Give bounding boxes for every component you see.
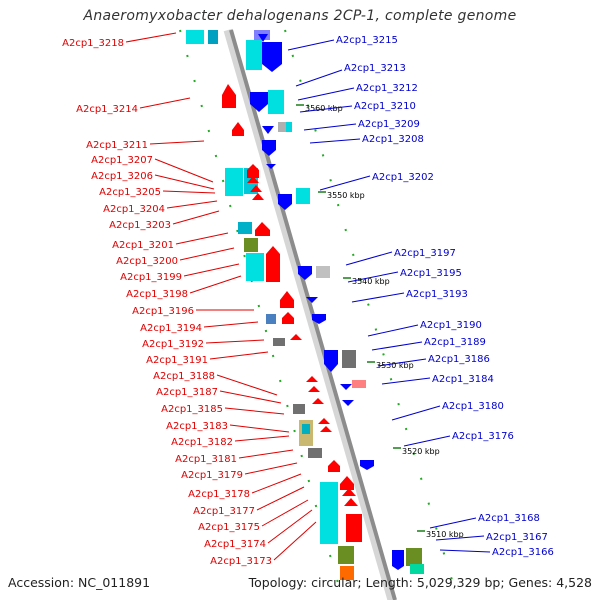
left-strand-genes: [186, 30, 362, 580]
gene-label-a2cp1-3181: A2cp1_3181: [175, 454, 237, 465]
gene-label-a2cp1-3199: A2cp1_3199: [120, 272, 182, 283]
gene-label-a2cp1-3198: A2cp1_3198: [126, 289, 188, 300]
gene-label-a2cp1-3187: A2cp1_3187: [156, 387, 218, 398]
gene-label-a2cp1-3190: A2cp1_3190: [420, 320, 482, 331]
gene-label-a2cp1-3200: A2cp1_3200: [116, 256, 178, 267]
scale-label: 3540 kbp: [352, 277, 390, 286]
gene-label-a2cp1-3218: A2cp1_3218: [62, 38, 124, 49]
gene-label-a2cp1-3215: A2cp1_3215: [336, 35, 398, 46]
gene-label-a2cp1-3166: A2cp1_3166: [492, 547, 554, 558]
gene-label-a2cp1-3185: A2cp1_3185: [161, 404, 223, 415]
gene-label-a2cp1-3182: A2cp1_3182: [171, 437, 233, 448]
scale-label: 3560 kbp: [305, 104, 343, 113]
right-gene-labels: A2cp1_3215A2cp1_3213A2cp1_3212A2cp1_3210…: [336, 35, 554, 558]
right-strand-genes: [246, 30, 424, 574]
gene-label-a2cp1-3179: A2cp1_3179: [181, 470, 243, 481]
gene-label-a2cp1-3196: A2cp1_3196: [132, 306, 194, 317]
right-leader-lines: [287, 39, 491, 553]
scale-ticks: [296, 104, 425, 532]
gene-label-a2cp1-3183: A2cp1_3183: [166, 421, 228, 432]
gene-label-a2cp1-3204: A2cp1_3204: [103, 204, 165, 215]
gene-label-a2cp1-3202: A2cp1_3202: [372, 172, 434, 183]
gene-label-a2cp1-3192: A2cp1_3192: [142, 339, 204, 350]
gene-label-a2cp1-3167: A2cp1_3167: [486, 532, 548, 543]
gene-label-a2cp1-3213: A2cp1_3213: [344, 63, 406, 74]
scale-label: 3530 kbp: [376, 361, 414, 370]
gene-label-a2cp1-3178: A2cp1_3178: [188, 489, 250, 500]
gene-label-a2cp1-3184: A2cp1_3184: [432, 374, 494, 385]
gene-label-a2cp1-3189: A2cp1_3189: [424, 337, 486, 348]
gene-label-a2cp1-3197: A2cp1_3197: [394, 248, 456, 259]
gene-label-a2cp1-3194: A2cp1_3194: [140, 323, 202, 334]
gene-label-a2cp1-3191: A2cp1_3191: [146, 355, 208, 366]
scale-labels: 3560 kbp 3550 kbp 3540 kbp 3530 kbp 3520…: [305, 104, 464, 539]
gene-label-a2cp1-3193: A2cp1_3193: [406, 289, 468, 300]
gene-label-a2cp1-3177: A2cp1_3177: [193, 506, 255, 517]
gene-label-a2cp1-3205: A2cp1_3205: [99, 187, 161, 198]
gene-label-a2cp1-3176: A2cp1_3176: [452, 431, 514, 442]
gene-label-a2cp1-3186: A2cp1_3186: [428, 354, 490, 365]
gene-label-a2cp1-3201: A2cp1_3201: [112, 240, 174, 251]
gene-label-a2cp1-3175: A2cp1_3175: [198, 522, 260, 533]
scale-label: 3520 kbp: [402, 447, 440, 456]
gene-label-a2cp1-3214: A2cp1_3214: [76, 104, 138, 115]
accession-text: Accession: NC_011891: [8, 575, 151, 590]
scale-label: 3550 kbp: [327, 191, 365, 200]
gene-label-a2cp1-3203: A2cp1_3203: [109, 220, 171, 231]
scale-label: 3510 kbp: [426, 530, 464, 539]
gene-label-a2cp1-3195: A2cp1_3195: [400, 268, 462, 279]
left-gene-labels: A2cp1_3218A2cp1_3214A2cp1_3211A2cp1_3207…: [62, 38, 272, 567]
gene-label-a2cp1-3209: A2cp1_3209: [358, 119, 420, 130]
genome-info-text: Topology: circular; Length: 5,029,329 bp…: [248, 575, 592, 590]
gene-label-a2cp1-3188: A2cp1_3188: [153, 371, 215, 382]
gene-label-a2cp1-3212: A2cp1_3212: [356, 83, 418, 94]
map-title: Anaeromyxobacter dehalogenans 2CP-1, com…: [83, 8, 517, 24]
gene-label-a2cp1-3211: A2cp1_3211: [86, 140, 148, 151]
gene-label-a2cp1-3207: A2cp1_3207: [91, 155, 153, 166]
gene-label-a2cp1-3173: A2cp1_3173: [210, 556, 272, 567]
gene-label-a2cp1-3168: A2cp1_3168: [478, 513, 540, 524]
gene-label-a2cp1-3180: A2cp1_3180: [442, 401, 504, 412]
left-leader-lines: [125, 32, 317, 561]
gene-label-a2cp1-3206: A2cp1_3206: [91, 171, 153, 182]
gene-label-a2cp1-3174: A2cp1_3174: [204, 539, 266, 550]
gene-label-a2cp1-3210: A2cp1_3210: [354, 101, 416, 112]
gene-label-a2cp1-3208: A2cp1_3208: [362, 134, 424, 145]
